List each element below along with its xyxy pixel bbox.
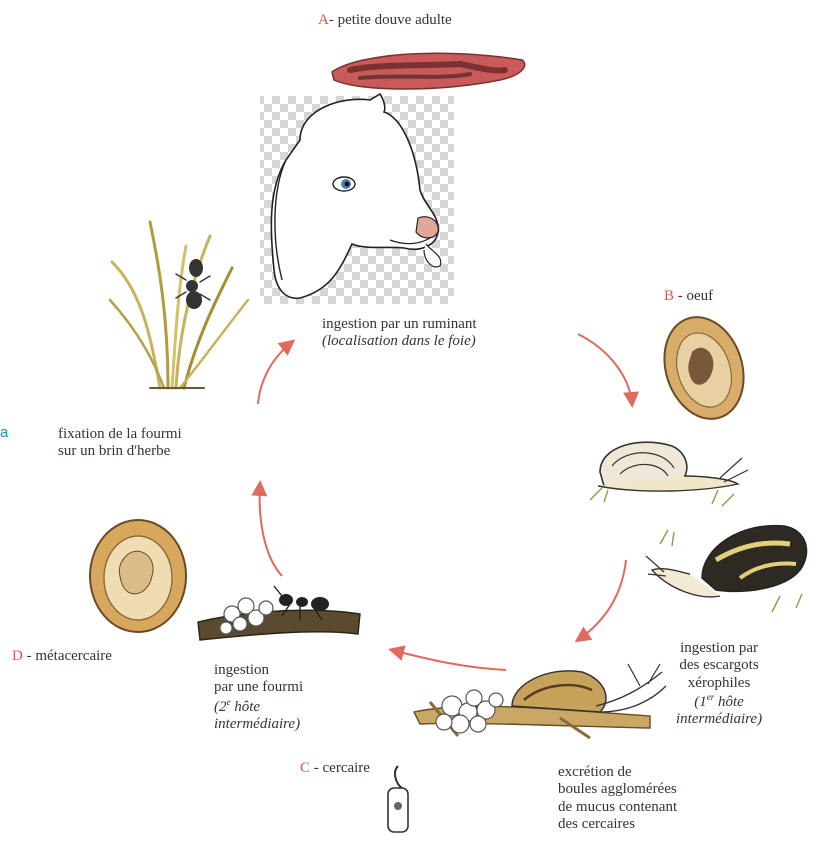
- snail-caption: ingestion par des escargots xérophiles (…: [676, 640, 762, 728]
- excretion-caption: excrétion de boules agglomérées de mucus…: [558, 764, 677, 833]
- snail-illustration: [590, 442, 748, 506]
- egg-illustration: [652, 307, 756, 429]
- snail-illustration: [646, 526, 807, 612]
- stage-b-label: B - oeuf: [664, 288, 713, 305]
- ant-caption: ingestion par une fourmi (2e hôte interm…: [214, 662, 303, 733]
- adult-fluke-illustration: [332, 53, 525, 89]
- metacercaria-illustration: [90, 520, 186, 632]
- grass-caption: fixation de la fourmi sur un brin d'herb…: [58, 426, 182, 461]
- cercaria-illustration: [388, 766, 408, 832]
- stage-a-label: A- petite douve adulte: [318, 12, 452, 29]
- stage-c-label: C - cercaire: [300, 760, 370, 777]
- ant-on-log-illustration: [198, 586, 360, 640]
- ruminant-caption: ingestion par un ruminant (localisation …: [322, 316, 477, 351]
- grass-ant-illustration: [110, 222, 248, 388]
- mucus-snail-illustration: [414, 664, 666, 738]
- stage-d-label: D - métacercaire: [12, 648, 112, 665]
- goat-head-illustration: [260, 94, 454, 304]
